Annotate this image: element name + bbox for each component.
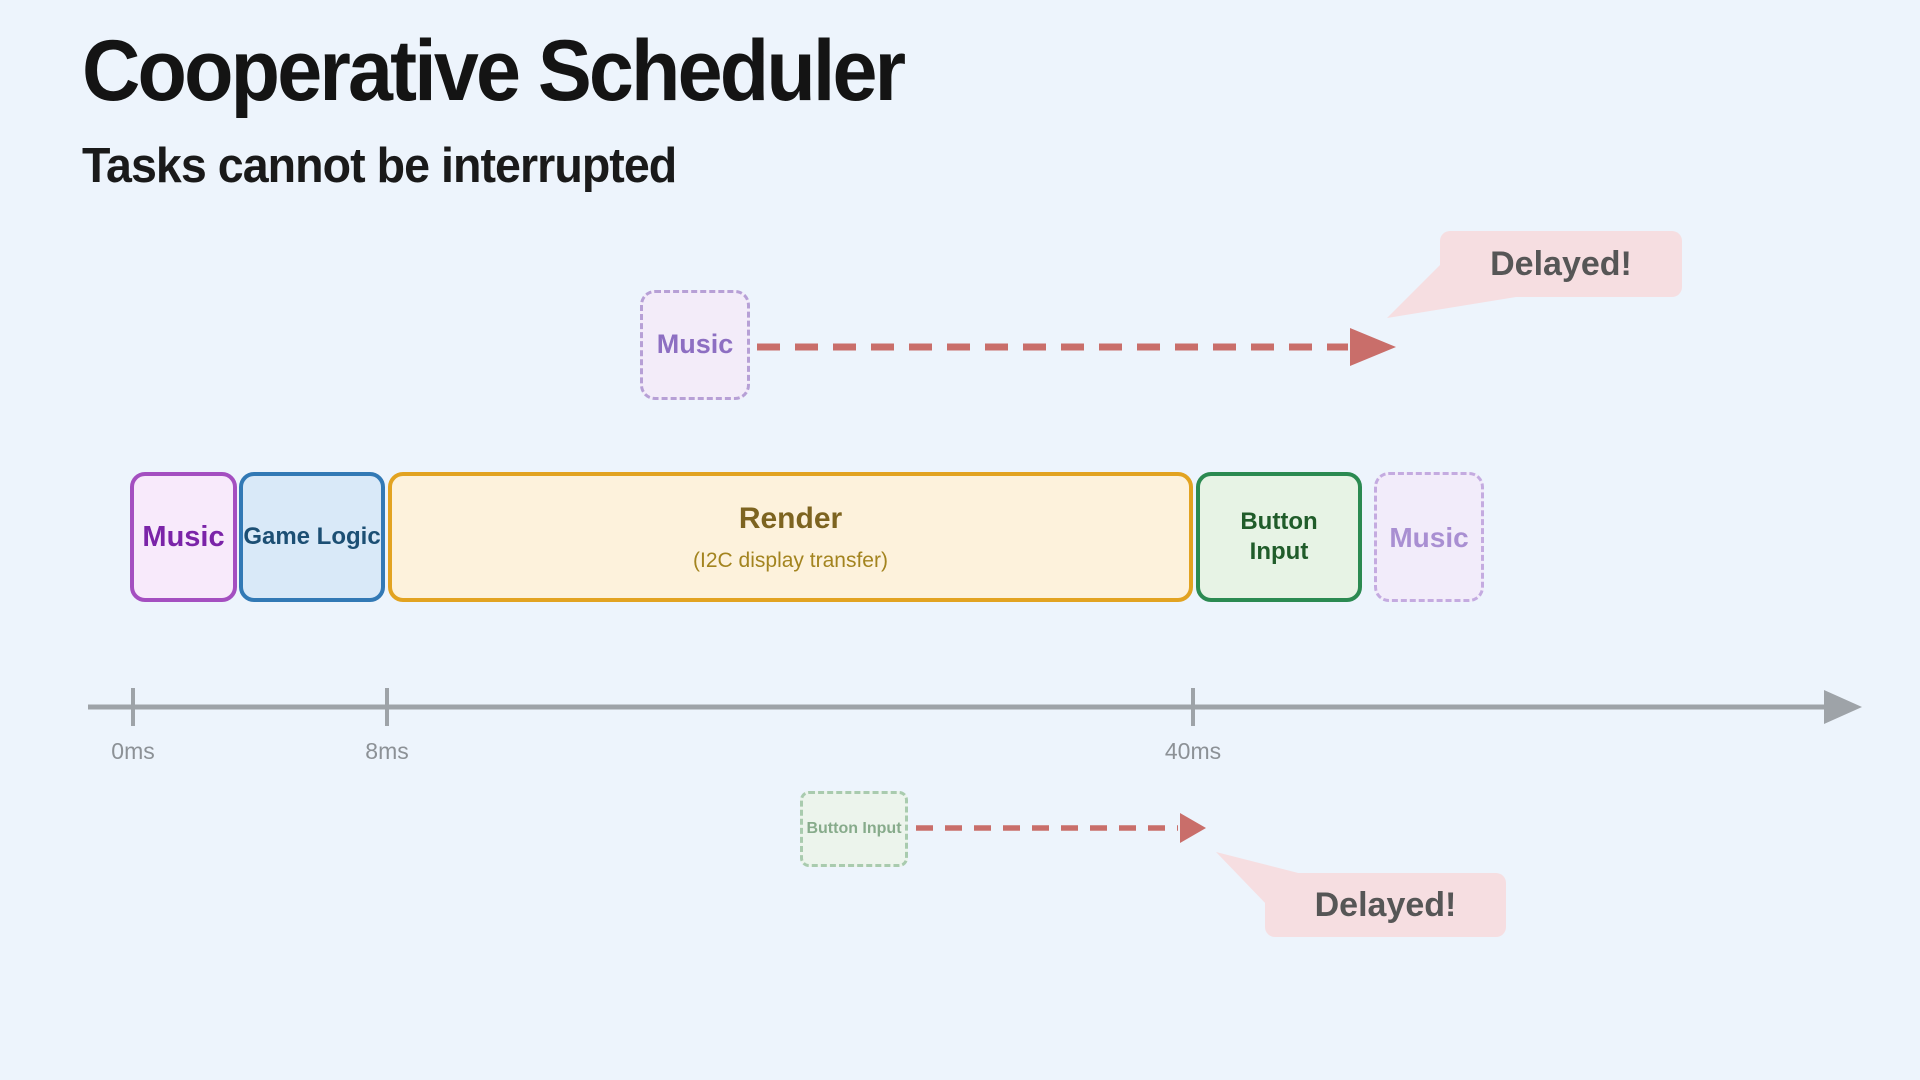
task-button-input-queued-label: Button Input: [806, 819, 902, 837]
callout-delayed-bottom-label: Delayed!: [1314, 885, 1457, 924]
timeline-label-0ms: 0ms: [111, 738, 155, 764]
task-game-logic-label: Game Logic: [243, 523, 381, 550]
task-render-label: Render: [738, 502, 843, 536]
task-button-input-queued: Button Input: [800, 791, 908, 867]
task-button-input-label: Button Input: [1240, 508, 1318, 565]
task-button-input: Button Input: [1196, 472, 1362, 602]
slide-title: Cooperative Scheduler: [82, 23, 906, 119]
slide-subtitle: Tasks cannot be interrupted: [82, 139, 677, 193]
timeline-label-40ms: 40ms: [1164, 738, 1222, 764]
task-music-next: Music: [1374, 472, 1484, 602]
callout-delayed-top-label: Delayed!: [1490, 244, 1632, 283]
task-music-next-label: Music: [1389, 521, 1469, 553]
button-delay-arrow: [916, 813, 1206, 843]
task-render-sublabel: (I2C display transfer): [693, 548, 888, 572]
task-music-queued: Music: [640, 290, 750, 400]
music-delay-arrowhead-icon: [1350, 328, 1396, 366]
callout-delayed-bottom: Delayed!: [1265, 873, 1506, 937]
task-game-logic: Game Logic: [239, 472, 385, 602]
task-music-label: Music: [142, 520, 225, 553]
button-delay-arrowhead-icon: [1180, 813, 1206, 843]
timeline-label-8ms: 8ms: [365, 738, 409, 764]
timeline-arrowhead-icon: [1824, 690, 1862, 724]
task-music: Music: [130, 472, 237, 602]
timeline-axis: [88, 688, 1862, 726]
task-render: Render (I2C display transfer): [388, 472, 1193, 602]
task-music-queued-label: Music: [656, 329, 734, 360]
callout-delayed-top: Delayed!: [1440, 231, 1682, 297]
music-delay-arrow: [757, 328, 1396, 366]
